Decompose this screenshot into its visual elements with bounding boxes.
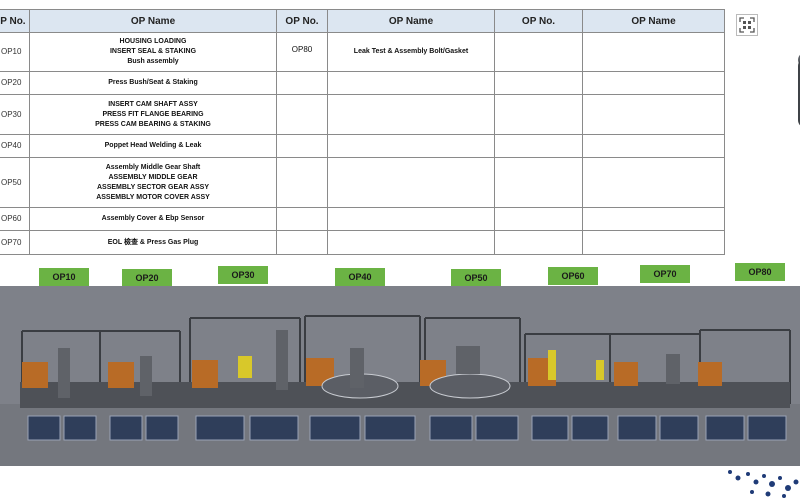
op-name-line: EOL 檢查 & Press Gas Plug <box>107 238 199 246</box>
product-image <box>798 54 800 126</box>
empty-cell <box>582 32 725 72</box>
op-label: OP40 <box>335 268 385 286</box>
op-number: OP50 <box>1 177 22 187</box>
op-name-line: Bush assembly <box>127 58 179 65</box>
op-name-cell: HOUSING LOADING INSERT SEAL & STAKING Bu… <box>29 32 277 72</box>
op-name-line: ASSEMBLY MOTOR COVER ASSY <box>96 193 210 201</box>
table-header-row: OP No. OP Name OP No. OP Name OP No. OP … <box>0 9 725 33</box>
table-row: OP50 Assembly Middle Gear Shaft ASSEMBLY… <box>0 157 725 208</box>
op-name-cell: Assembly Cover & Ebp Sensor <box>29 207 277 231</box>
op-name-line: PRESS FIT FLANGE BEARING <box>102 110 204 118</box>
op-name-line: INSERT CAM SHAFT ASSY <box>108 100 198 108</box>
op-label: OP80 <box>735 263 785 281</box>
header-op-no-3: OP No. <box>494 9 583 33</box>
op-label: OP60 <box>548 267 598 285</box>
header-op-name-1: OP Name <box>29 9 277 33</box>
op-name-cell: Press Bush/Seat & Staking <box>29 71 277 95</box>
op-label: OP20 <box>122 269 172 287</box>
qr-scan-icon <box>739 17 755 33</box>
op-name-line: HOUSING LOADING <box>119 38 187 45</box>
op-name-line: Poppet Head Welding & Leak <box>104 142 202 149</box>
header-op-name-3: OP Name <box>582 9 725 33</box>
op-name-line: PRESS CAM BEARING & STAKING <box>95 120 211 128</box>
op-name-line: Assembly Middle Gear Shaft <box>105 163 201 171</box>
op-label: OP70 <box>640 265 690 283</box>
op-number: OP30 <box>1 109 22 119</box>
op-label: OP50 <box>451 269 501 287</box>
op-number: OP10 <box>1 47 22 56</box>
op-number: OP20 <box>1 78 22 87</box>
table-row: OP20 Press Bush/Seat & Staking <box>0 71 725 95</box>
op-name-cell: EOL 檢查 & Press Gas Plug <box>29 230 277 255</box>
header-op-no-1: OP No. <box>0 9 30 33</box>
op-name-line: Press Bush/Seat & Staking <box>108 79 198 86</box>
op-number: OP80 <box>276 32 328 72</box>
op-label: OP10 <box>39 268 89 286</box>
header-op-no-2: OP No. <box>276 9 328 33</box>
op-number: OP60 <box>1 214 22 223</box>
op-name-cell: Leak Test & Assembly Bolt/Gasket <box>327 32 495 72</box>
op-labels-row: OP10 OP20 OP30 OP40 OP50 OP60 OP70 OP80 <box>0 258 800 288</box>
op-name-line: ASSEMBLY MIDDLE GEAR <box>108 173 198 181</box>
decorative-dots <box>728 470 799 498</box>
table-row: OP60 Assembly Cover & Ebp Sensor <box>0 207 725 231</box>
empty-cell <box>494 32 583 72</box>
assembly-line-render <box>0 286 800 466</box>
op-name-line: ASSEMBLY SECTOR GEAR ASSY <box>96 183 210 191</box>
op-name-cell: Poppet Head Welding & Leak <box>29 134 277 158</box>
op-label: OP30 <box>218 266 268 284</box>
op-name-line: INSERT SEAL & STAKING <box>109 48 197 55</box>
header-op-name-2: OP Name <box>327 9 495 33</box>
table-row: OP70 EOL 檢查 & Press Gas Plug <box>0 230 725 255</box>
op-name-cell: INSERT CAM SHAFT ASSY PRESS FIT FLANGE B… <box>29 94 277 135</box>
op-number: OP70 <box>1 237 22 247</box>
op-table: OP No. OP Name OP No. OP Name OP No. OP … <box>0 9 725 255</box>
table-row: OP30 INSERT CAM SHAFT ASSY PRESS FIT FLA… <box>0 94 725 135</box>
table-row: OP40 Poppet Head Welding & Leak <box>0 134 725 158</box>
op-name-line: Assembly Cover & Ebp Sensor <box>101 215 205 222</box>
op-name-cell: Assembly Middle Gear Shaft ASSEMBLY MIDD… <box>29 157 277 208</box>
qr-scan-button[interactable] <box>736 14 758 36</box>
op-number: OP40 <box>1 141 22 150</box>
table-row: OP10 HOUSING LOADING INSERT SEAL & STAKI… <box>0 32 725 72</box>
